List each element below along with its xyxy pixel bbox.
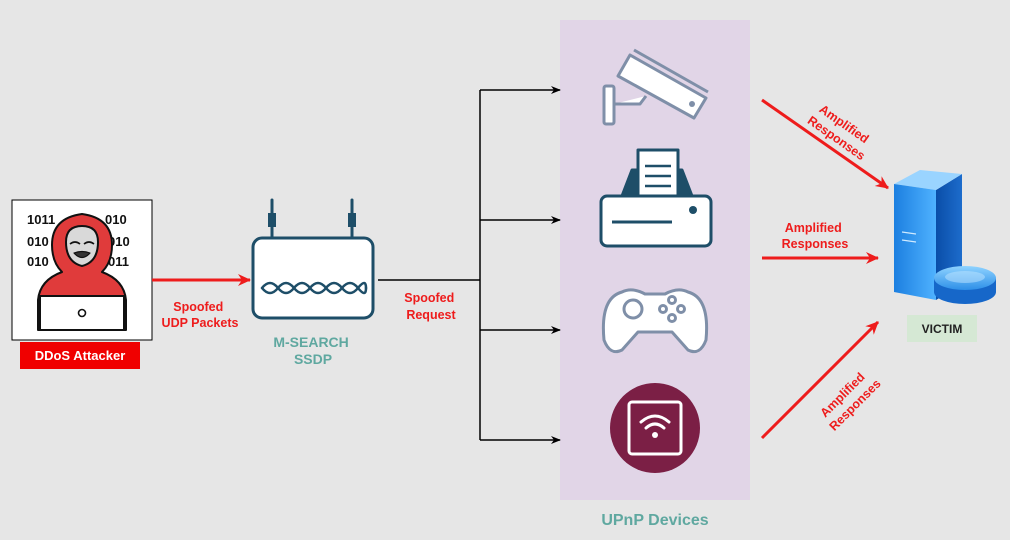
printer-icon [599, 148, 713, 248]
request-edge-line1: Spoofed [404, 291, 454, 305]
response-middle-line2: Responses [782, 237, 849, 251]
binary-left-3: 010 [27, 254, 49, 269]
binary-left-1: 1011 [27, 212, 55, 227]
response-arrow-top [761, 98, 889, 190]
request-edge-line2: Request [406, 308, 456, 322]
attack-edge-line2: UDP Packets [162, 316, 239, 330]
victim-server-icon [894, 170, 996, 304]
router-icon [251, 198, 375, 320]
victim-label: VICTIM [922, 322, 963, 336]
attack-edge-label: Spoofed UDP Packets [162, 300, 239, 330]
binary-right-1: 010 [105, 212, 127, 227]
wifi-device-icon [610, 383, 700, 473]
security-camera-icon [602, 48, 709, 126]
upnp-devices-label: UPnP Devices [601, 512, 708, 529]
router-line2: SSDP [294, 351, 332, 367]
game-controller-icon [601, 288, 709, 354]
request-edge-label: Spoofed Request [404, 291, 457, 322]
response-arrow-bottom [760, 320, 880, 440]
response-middle-line1: Amplified [785, 221, 842, 235]
binary-left-2: 010 [27, 234, 49, 249]
attack-edge-line1: Spoofed [173, 300, 223, 314]
router-line1: M-SEARCH [273, 334, 348, 350]
binary-digits: 1011 010 010 010 010 011 [27, 212, 130, 269]
binary-right-2: 010 [108, 234, 130, 249]
hacker-icon [37, 213, 127, 331]
binary-right-3: 011 [108, 254, 129, 269]
request-connectors [378, 86, 561, 444]
router-label: M-SEARCH SSDP [273, 334, 352, 367]
attacker-node: 1011 010 010 010 010 011 DDoS Attacker [11, 199, 153, 369]
attacker-label: DDoS Attacker [35, 348, 126, 363]
response-label-middle: Amplified Responses [782, 221, 849, 251]
attacker-label-box [20, 342, 140, 369]
victim-label-box [907, 315, 977, 342]
